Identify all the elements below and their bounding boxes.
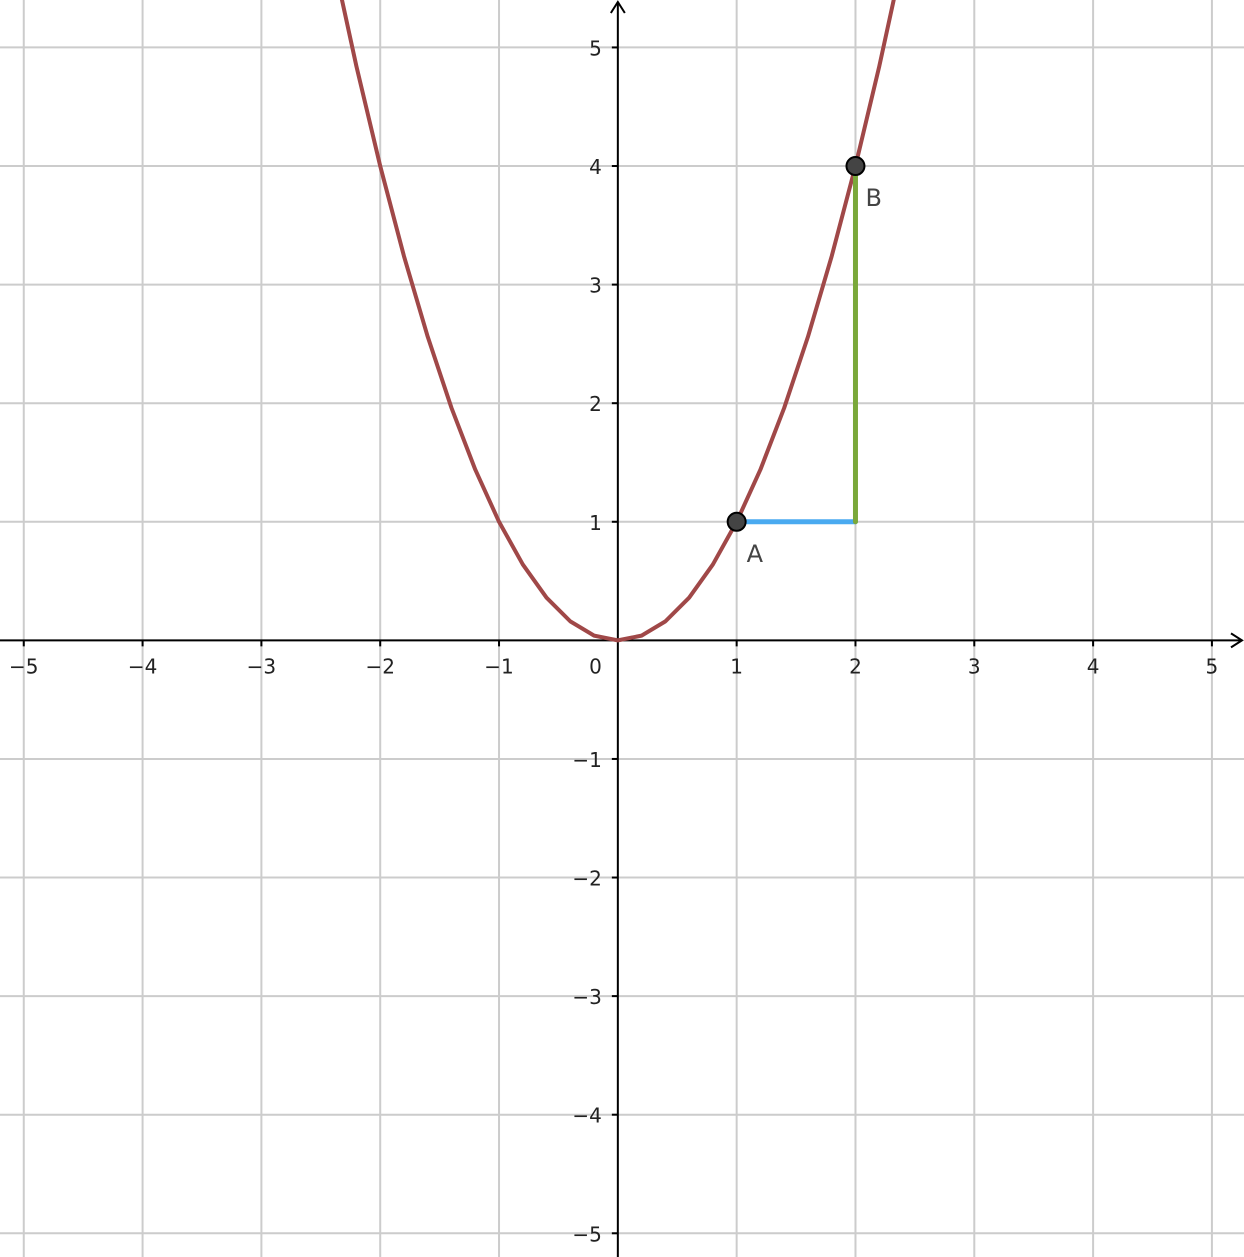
y-tick-label: −1 bbox=[572, 748, 601, 772]
x-tick-label: −1 bbox=[484, 654, 513, 678]
x-tick-label: −5 bbox=[9, 654, 38, 678]
segments bbox=[734, 163, 858, 525]
point-label: A bbox=[747, 540, 764, 568]
y-tick-label: −5 bbox=[572, 1222, 601, 1246]
point-a[interactable] bbox=[726, 511, 747, 532]
origin-label: 0 bbox=[589, 654, 602, 678]
y-tick-label: 1 bbox=[589, 511, 602, 535]
x-tick-label: 5 bbox=[1206, 654, 1219, 678]
y-tick-label: 3 bbox=[589, 274, 602, 298]
x-tick-label: 3 bbox=[968, 654, 981, 678]
x-tick-label: 1 bbox=[730, 654, 743, 678]
x-tick-label: −3 bbox=[247, 654, 276, 678]
points[interactable]: AB bbox=[726, 156, 882, 568]
y-tick-label: 2 bbox=[589, 392, 602, 416]
curves bbox=[339, 0, 896, 643]
y-tick-label: 4 bbox=[589, 155, 602, 179]
point-label: B bbox=[865, 184, 881, 212]
y-axis-arrow bbox=[609, 0, 626, 14]
tick-labels: −5 −4 −3 −2 −1 1 2 3 4 5 −5 −4 −3 −2 −1 1 2 3 4 5 0 bbox=[9, 36, 1218, 1246]
x-tick-label: 4 bbox=[1087, 654, 1100, 678]
x-tick-label: 2 bbox=[849, 654, 862, 678]
y-tick-label: −3 bbox=[572, 985, 601, 1009]
y-tick-label: −4 bbox=[572, 1104, 601, 1128]
y-tick-label: −2 bbox=[572, 867, 601, 891]
x-tick-label: −2 bbox=[365, 654, 394, 678]
x-axis-arrow bbox=[1230, 632, 1244, 649]
parabola-curve bbox=[339, 0, 896, 643]
point-b[interactable] bbox=[845, 156, 866, 177]
x-tick-label: −4 bbox=[128, 654, 157, 678]
y-tick-label: 5 bbox=[589, 36, 602, 60]
